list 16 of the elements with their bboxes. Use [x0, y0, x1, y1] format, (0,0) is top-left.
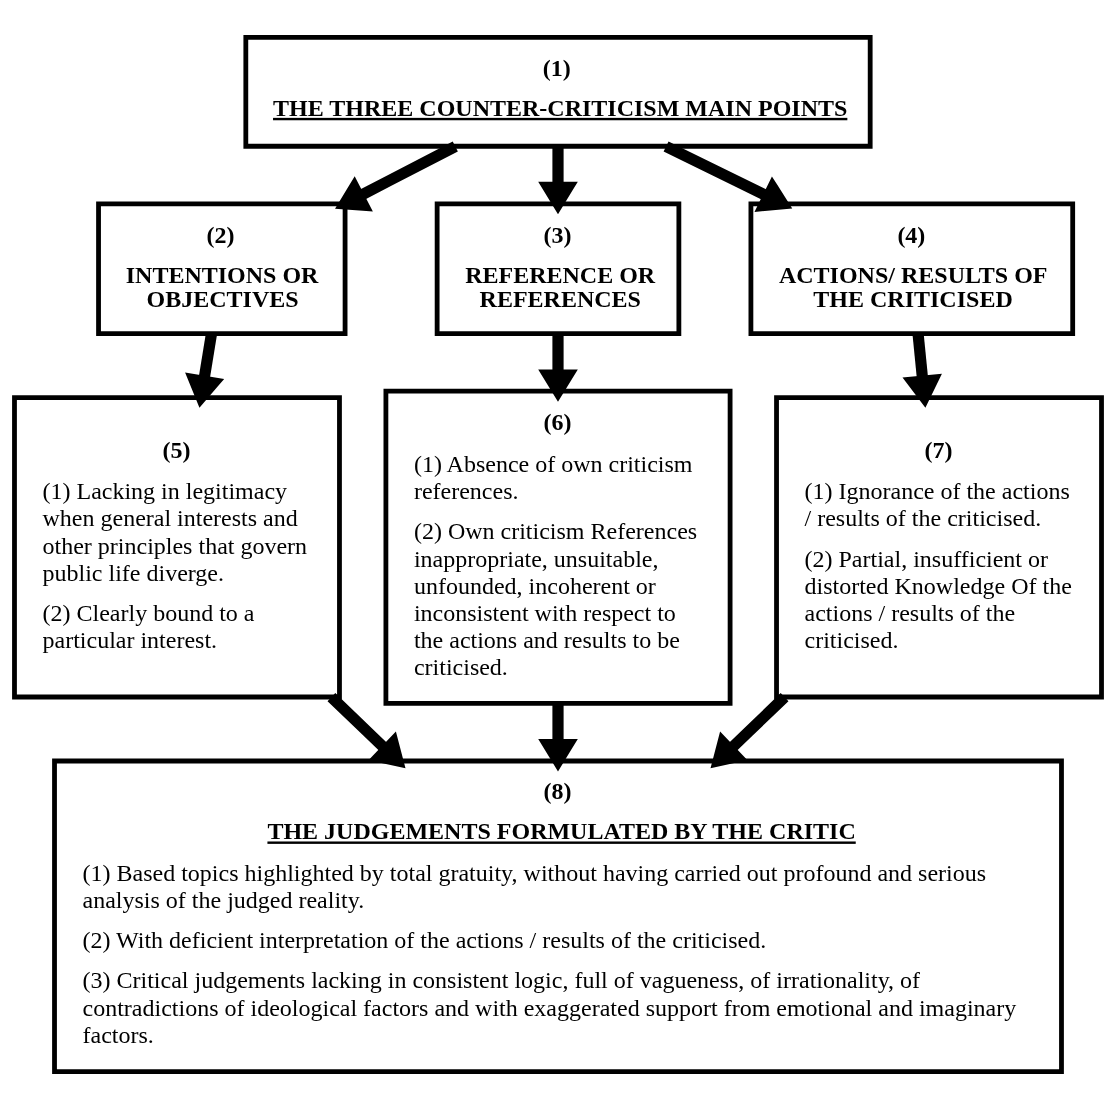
- arrow: [327, 692, 406, 768]
- node-box: (3) REFERENCE OR REFERENCES: [434, 201, 682, 336]
- arrow: [538, 703, 578, 771]
- arrow: [710, 692, 789, 768]
- node-box: (6) (1) Absence of own criticism references. (2) Own criticism References inappropriate, unsuitable, unfounded, incoherent or inconsistent with respect to the actions and results to be criticised.: [383, 388, 733, 706]
- arrow: [663, 140, 793, 212]
- node-box: (7) (1) Ignorance of the actions / results of the criticised. (2) Partial, insufficient or distorted Knowledge Of the actions / results of the criticised.: [774, 394, 1104, 699]
- node-box: (5) (1) Lacking in legitimacy when general interests and other principles that govern public life diverge. (2) Clearly bound to a particular interest.: [12, 394, 342, 699]
- arrow: [538, 333, 578, 402]
- node-box: (1) THE THREE COUNTER-CRITICISM MAIN POINTS: [243, 34, 873, 149]
- arrow: [335, 141, 458, 211]
- arrow: [538, 146, 578, 214]
- node-box: (8) THE JUDGEMENTS FORMULATED BY THE CRITIC (1) Based topics highlighted by total gratuity, without having carried out profound and serious analysis of the judged reality. (2) With deficient interpretation of the actions / results of the criticised. (3) Critical judgements lacking in consistent logic, full of vagueness, of irrationality, of contradictions of ideological factors and with exaggerated support from emotional and imaginary factors.: [52, 758, 1064, 1074]
- arrow: [902, 333, 942, 408]
- node-box: (2) INTENTIONS OR OBJECTIVES: [96, 201, 348, 336]
- node-box: (4) ACTIONS/ RESULTS OF THE CRITICISED: [748, 201, 1076, 336]
